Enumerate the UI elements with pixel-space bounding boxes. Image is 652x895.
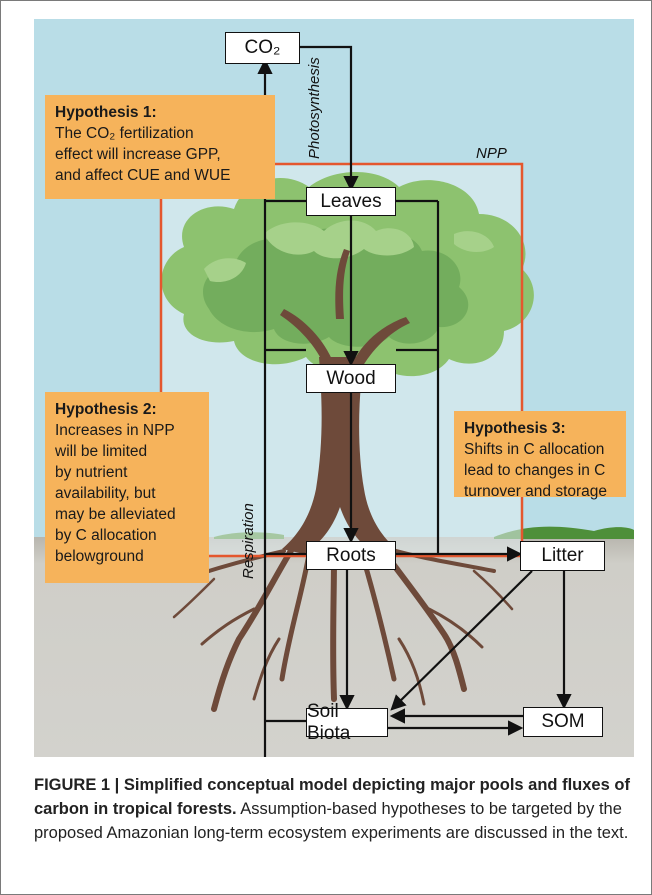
leaves-label: Leaves: [320, 190, 382, 212]
leaves-box: Leaves: [306, 187, 396, 216]
npp-label: NPP: [476, 145, 507, 162]
hypothesis-1-box: Hypothesis 1: The CO₂ fertilization effe…: [45, 95, 275, 199]
hypothesis-2-title: Hypothesis 2:: [55, 401, 157, 418]
diagram-canvas: [34, 19, 634, 757]
tree-trunk: [280, 249, 410, 554]
litter-box: Litter: [520, 541, 605, 571]
soil-biota-label: Soil Biota: [307, 700, 351, 744]
co2-label: CO₂: [244, 37, 281, 58]
caption-title: FIGURE 1 | Simplified conceptual model d…: [34, 776, 630, 818]
hypothesis-2-box: Hypothesis 2: Increases in NPP will be l…: [45, 392, 209, 583]
arrow-photosynthesis: [300, 45, 359, 192]
litter-label: Litter: [541, 545, 584, 566]
respiration-label: Respiration: [240, 503, 257, 579]
roots-label: Roots: [326, 544, 376, 566]
hypothesis-2-text: Increases in NPP will be limited by nutr…: [55, 422, 176, 565]
photosynthesis-label: Photosynthesis: [306, 57, 323, 159]
caption-text: Assumption-based hypotheses to be target…: [34, 800, 629, 842]
co2-box: CO₂: [225, 32, 300, 64]
soil-biota-box: Soil Biota: [306, 701, 388, 744]
som-label: SOM: [541, 711, 585, 732]
arrow-litter-soilbiota: [390, 570, 533, 711]
hypothesis-1-title: Hypothesis 1:: [55, 104, 157, 121]
hypothesis-3-box: Hypothesis 3: Shifts in C allocation lea…: [454, 411, 626, 500]
carbon-model-diagram: CO₂ Leaves Wood Roots Litter Soil Biota …: [34, 19, 634, 757]
hypothesis-3-title: Hypothesis 3:: [464, 420, 566, 437]
distant-grass: [494, 526, 634, 539]
hypothesis-3-text: Shifts in C allocation lead to changes i…: [464, 441, 608, 500]
hypothesis-1-text: The CO₂ fertilization effect will increa…: [55, 125, 231, 184]
som-box: SOM: [523, 707, 603, 737]
wood-label: Wood: [326, 367, 376, 389]
tree-canopy: [161, 172, 534, 377]
wood-box: Wood: [306, 364, 396, 393]
roots-box: Roots: [306, 541, 396, 570]
figure-caption: FIGURE 1 | Simplified conceptual model d…: [34, 773, 634, 845]
